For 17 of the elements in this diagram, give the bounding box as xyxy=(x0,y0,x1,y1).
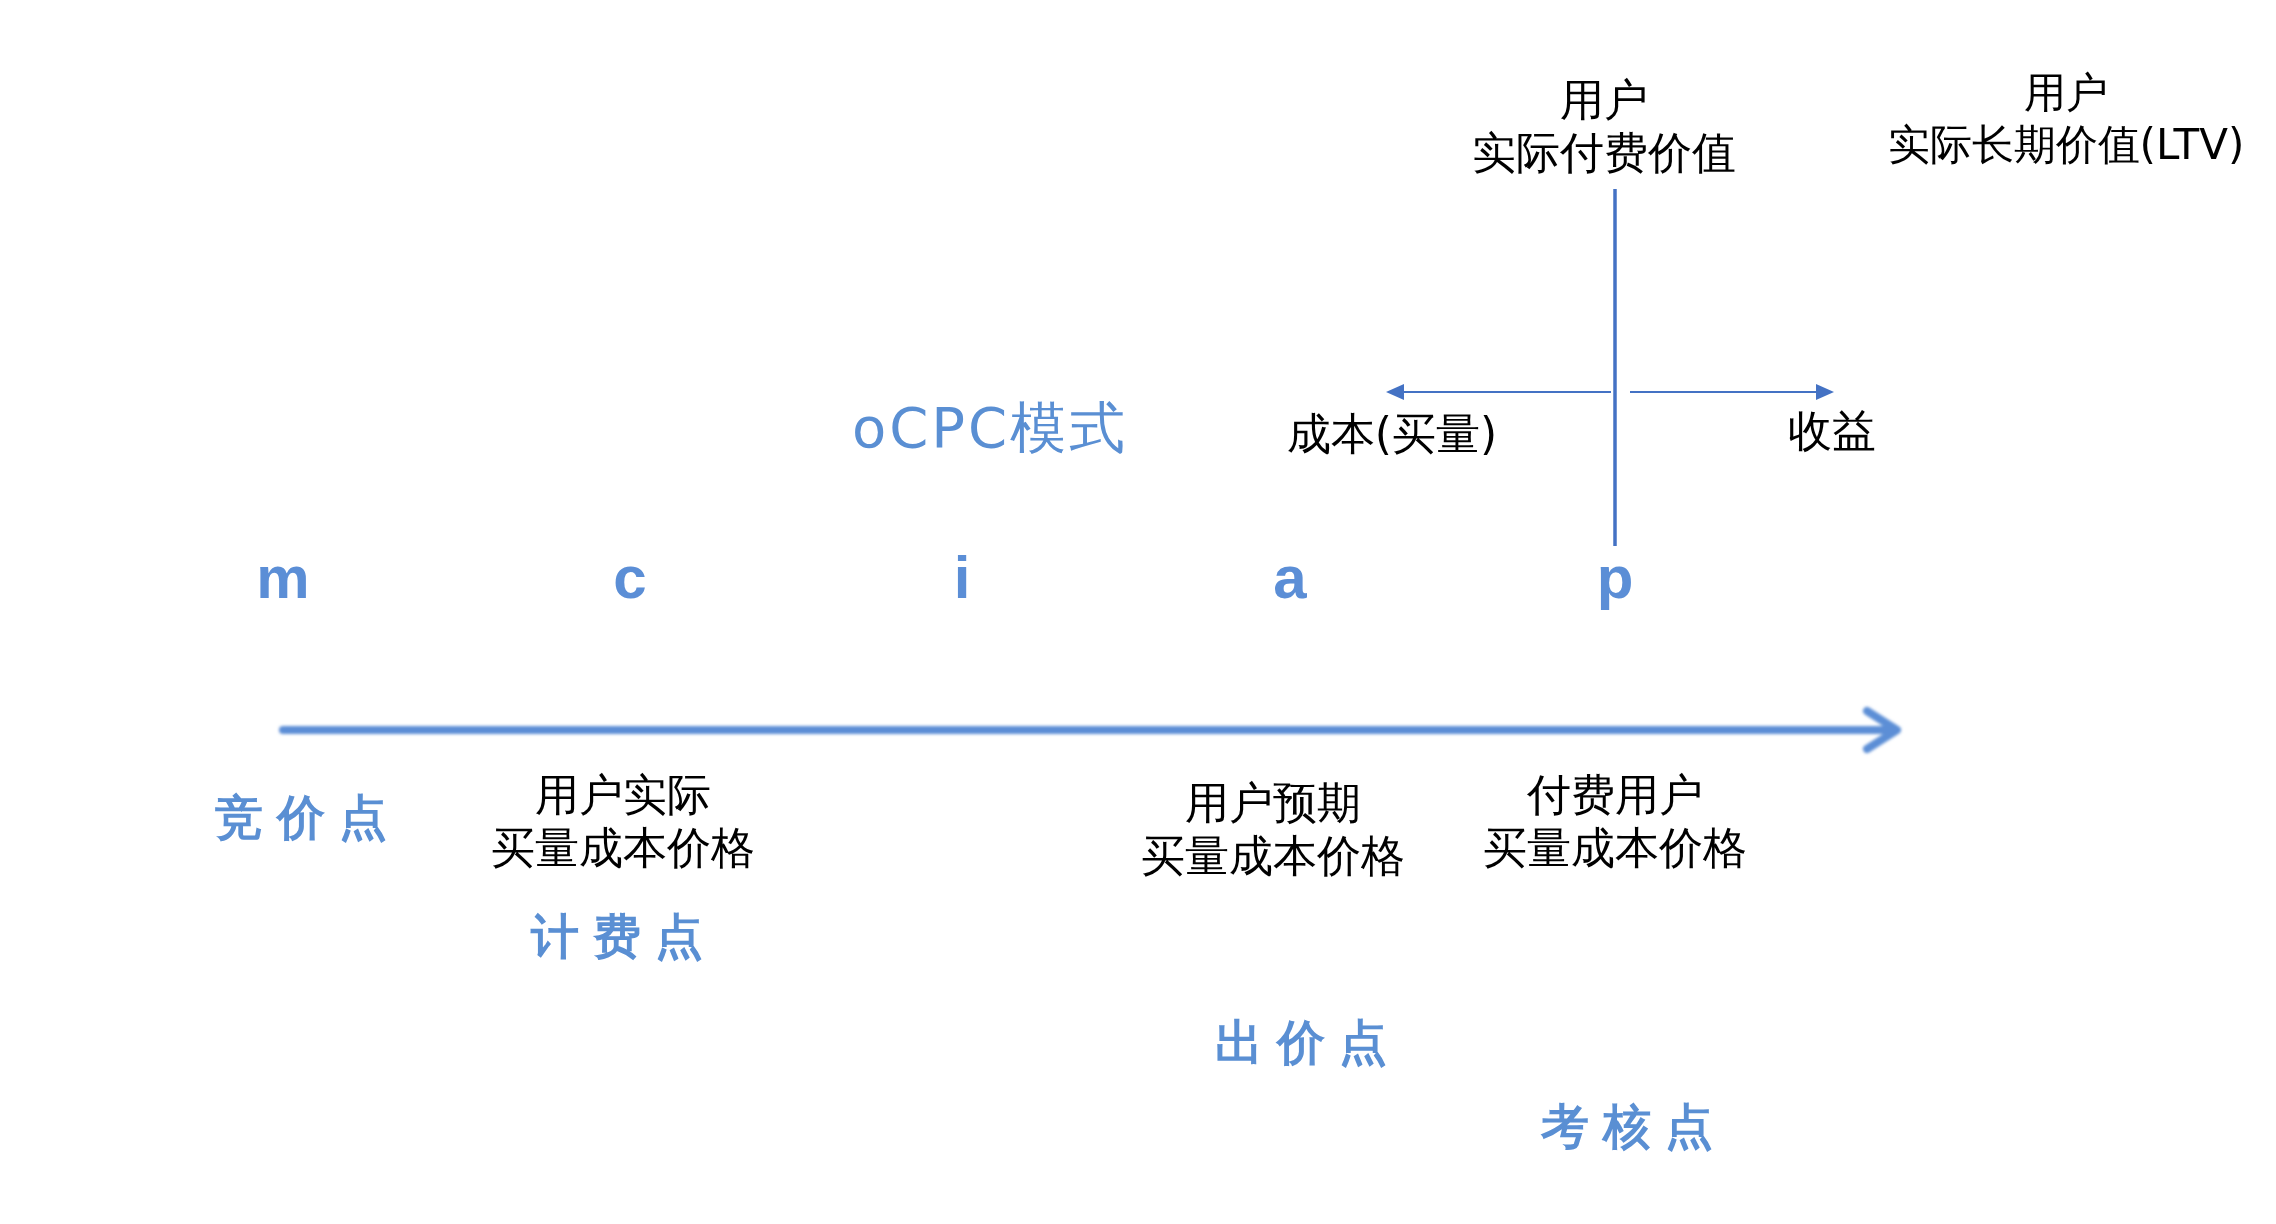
price-label: 用户预期买量成本价格 xyxy=(1141,776,1405,882)
point-label: 计费点 xyxy=(531,907,717,966)
tick-label: a xyxy=(1273,548,1307,608)
mode-title: oCPC模式 xyxy=(851,398,1129,458)
direction-label: 收益 xyxy=(1788,404,1876,457)
tick-label: m xyxy=(256,548,310,608)
tick-label: i xyxy=(953,548,971,608)
point-label: 出价点 xyxy=(1215,1013,1401,1072)
value-label: 用户实际付费价值 xyxy=(1472,73,1736,179)
value-label: 用户实际长期价值(LTV) xyxy=(1887,67,2245,171)
tick-label: p xyxy=(1596,548,1634,608)
direction-label: 成本(买量) xyxy=(1286,407,1498,460)
price-label: 用户实际买量成本价格 xyxy=(491,768,755,874)
point-label: 考核点 xyxy=(1541,1097,1727,1156)
price-label: 付费用户买量成本价格 xyxy=(1483,768,1747,874)
point-label: 竞价点 xyxy=(215,788,401,847)
tick-label: c xyxy=(613,548,647,608)
